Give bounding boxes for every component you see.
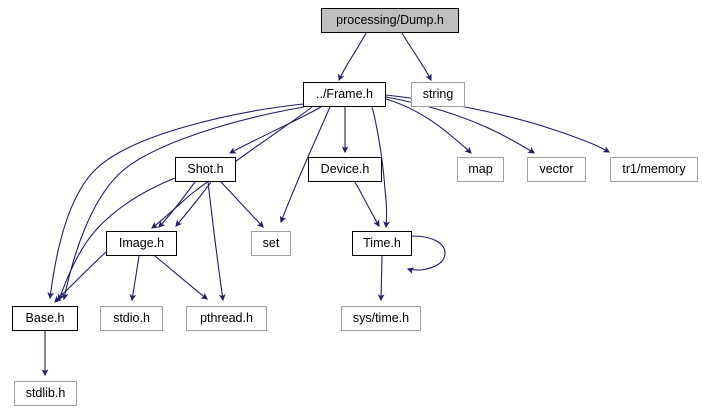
graph-node-image[interactable]: Image.h — [106, 231, 177, 256]
graph-node-dump[interactable]: processing/Dump.h — [321, 8, 459, 33]
graph-node-device[interactable]: Device.h — [308, 157, 382, 182]
graph-edge-image-to-pthread — [154, 255, 208, 300]
graph-edge-dump-to-frame — [338, 32, 367, 82]
graph-edge-image-to-base — [54, 251, 107, 303]
graph-edge-frame-to-image — [151, 106, 313, 229]
graph-edge-frame-to-set — [279, 106, 331, 224]
graph-edge-frame-to-base — [47, 103, 304, 300]
graph-edge-shot-to-pthread — [207, 181, 226, 302]
graph-edge-shot-to-base — [57, 177, 176, 302]
graph-node-vector[interactable]: vector — [527, 157, 586, 182]
graph-edge-time-to-time — [406, 235, 446, 275]
graph-node-tr1memory[interactable]: tr1/memory — [610, 157, 698, 182]
graph-edge-dump-to-string — [401, 32, 432, 82]
graph-node-pthread[interactable]: pthread.h — [186, 306, 267, 331]
graph-node-base[interactable]: Base.h — [12, 306, 78, 331]
graph-edge-shot-to-image — [158, 181, 196, 228]
graph-node-stdio[interactable]: stdio.h — [100, 306, 163, 331]
graph-edge-shot-to-image — [175, 181, 212, 227]
graph-node-map[interactable]: map — [457, 157, 504, 182]
graph-node-set[interactable]: set — [251, 231, 291, 256]
graph-node-frame[interactable]: ../Frame.h — [303, 82, 386, 107]
graph-edge-image-to-stdio — [129, 255, 140, 302]
graph-edge-shot-to-set — [220, 181, 264, 228]
graph-node-shot[interactable]: Shot.h — [175, 157, 236, 182]
graph-edge-device-to-time — [354, 181, 380, 227]
graph-edge-frame-to-map — [385, 98, 472, 154]
graph-edge-frame-to-shot — [228, 106, 322, 154]
graph-node-stdlib[interactable]: stdlib.h — [14, 381, 77, 406]
graph-edge-frame-to-base — [61, 106, 305, 301]
graph-node-string[interactable]: string — [411, 82, 465, 107]
graph-node-systime[interactable]: sys/time.h — [341, 306, 421, 331]
graph-edge-frame-to-time — [371, 106, 390, 229]
graph-node-time[interactable]: Time.h — [352, 231, 412, 256]
graph-edge-time-to-systime — [377, 255, 385, 302]
